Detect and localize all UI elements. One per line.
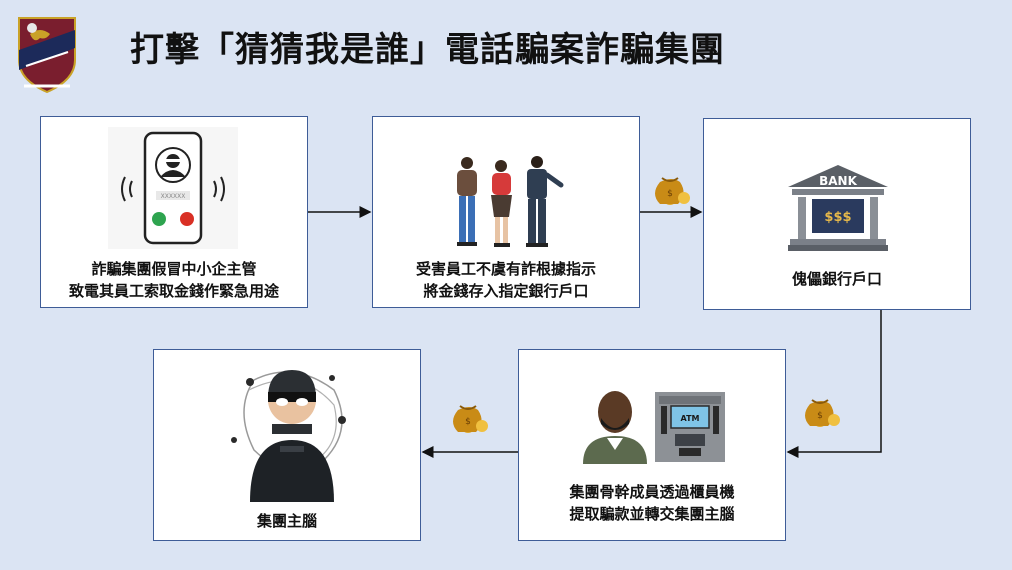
caption-line: 傀儡銀行戶口 xyxy=(791,270,882,288)
atm-icon: ATM xyxy=(655,392,725,462)
step-caption-victim: 受害員工不虞有詐根據指示 將金錢存入指定銀行戶口 xyxy=(373,258,639,302)
step-box-bank: BANK $$$ 傀儡銀行戶口 xyxy=(703,118,971,310)
money-bag-icon xyxy=(452,405,489,434)
caption-line: 詐騙集團假冒中小企主管 xyxy=(91,260,257,278)
phone-call-scammer-icon: XXXXXX xyxy=(108,127,238,249)
masked-thief-icon xyxy=(231,370,346,502)
money-bag-icon xyxy=(804,399,841,428)
people-group-icon xyxy=(457,156,564,247)
step-caption-call: 詐騙集團假冒中小企主管 致電其員工索取金錢作緊急用途 xyxy=(41,258,307,302)
step-box-atm: ATM 集團骨幹成員透過櫃員機 提取騙款並轉交集團主腦 xyxy=(518,349,786,541)
caption-line: 將金錢存入指定銀行戶口 xyxy=(423,282,589,300)
caption-line: 提取騙款並轉交集團主腦 xyxy=(569,505,735,523)
step-caption-atm: 集團骨幹成員透過櫃員機 提取騙款並轉交集團主腦 xyxy=(519,481,785,525)
phone-digits: XXXXXX xyxy=(161,193,186,200)
police-crest-icon xyxy=(18,17,76,94)
bank-icon: BANK $$$ xyxy=(788,165,888,251)
step-box-mastermind: 集團主腦 xyxy=(153,349,421,541)
bank-sign-text: BANK xyxy=(819,174,857,188)
caption-line: 受害員工不虞有詐根據指示 xyxy=(415,260,596,278)
caption-line: 集團骨幹成員透過櫃員機 xyxy=(569,483,735,501)
caption-line: 致電其員工索取金錢作緊急用途 xyxy=(68,282,279,300)
page-title: 打擊「猜猜我是誰」電話騙案詐騙集團 xyxy=(130,30,725,70)
money-bag-icon xyxy=(654,177,691,206)
atm-label-text: ATM xyxy=(681,414,700,423)
step-box-victim: 受害員工不虞有詐根據指示 將金錢存入指定銀行戶口 xyxy=(372,116,640,308)
step-caption-mastermind: 集團主腦 xyxy=(154,510,420,532)
arrow-3-to-4 xyxy=(786,310,882,458)
step-caption-bank: 傀儡銀行戶口 xyxy=(704,268,970,290)
caption-line: 集團主腦 xyxy=(256,512,317,530)
atm-member-icon xyxy=(583,391,647,464)
step-box-call: XXXXXX 詐騙集團假冒中小企主管 致電其員工索取金錢作緊急用途 xyxy=(40,116,308,308)
bank-money-text: $$$ xyxy=(824,210,851,225)
